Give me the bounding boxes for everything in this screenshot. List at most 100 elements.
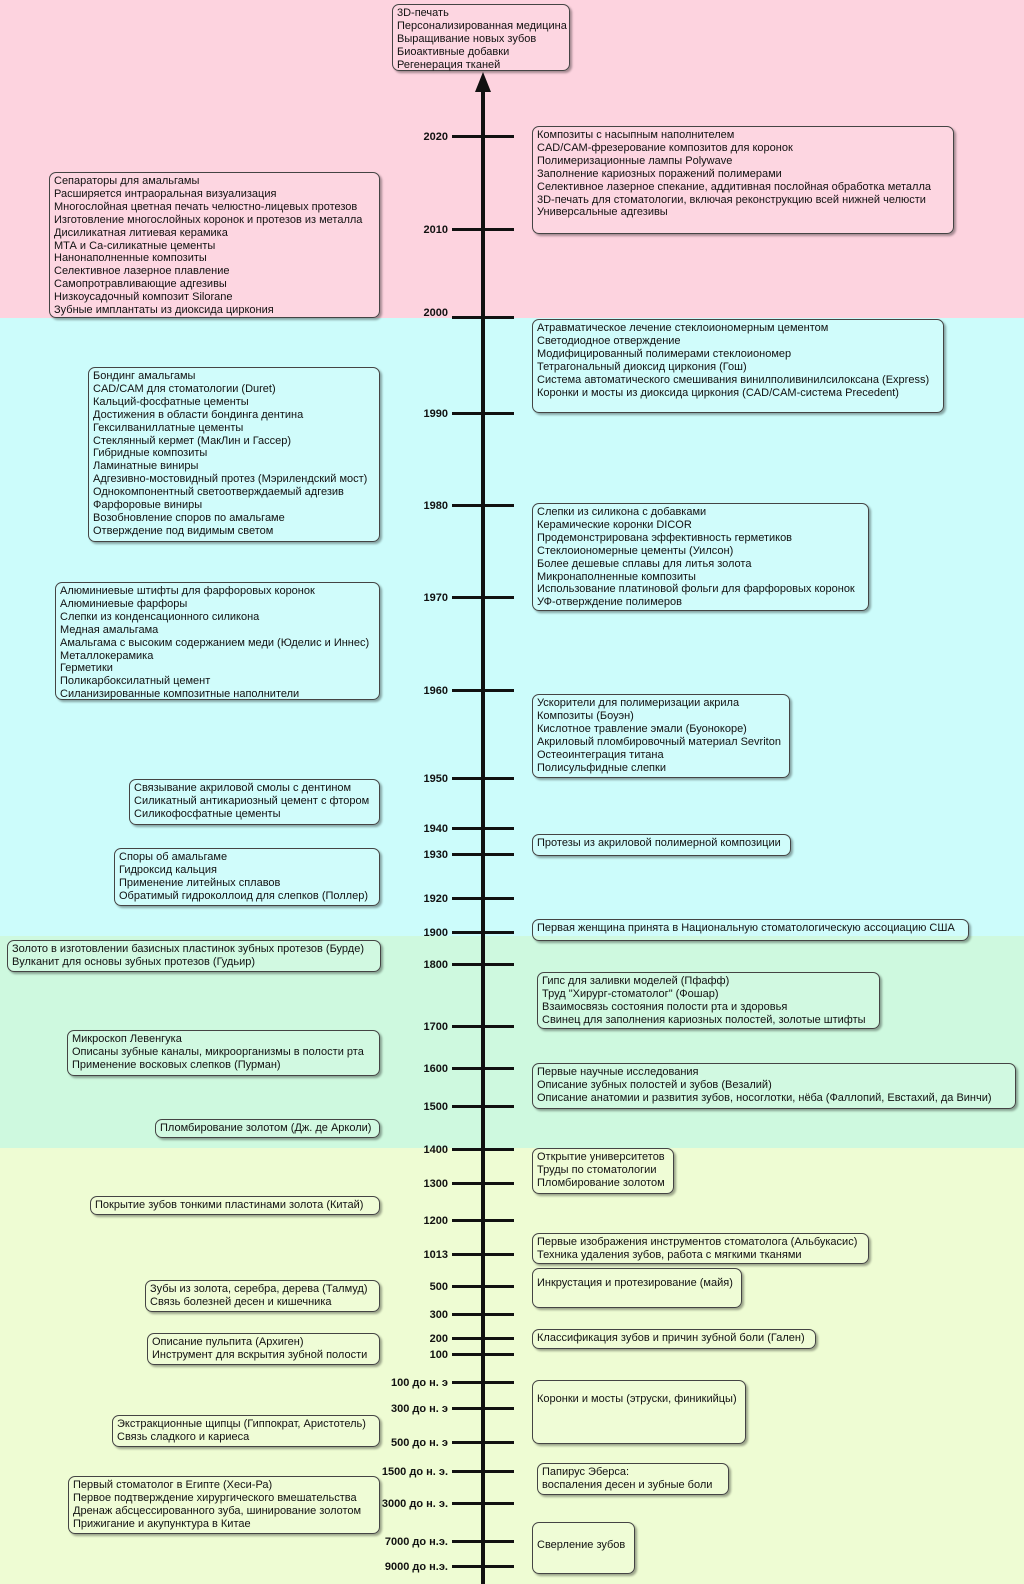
year-tick xyxy=(452,1337,514,1340)
event-line: Вулканит для основы зубных протезов (Гуд… xyxy=(12,955,255,968)
event-line: Сверление зубов xyxy=(537,1539,626,1551)
right-events-box: Первая женщина принята в Национальную ст… xyxy=(532,919,969,941)
left-events-box: Микроскоп Левенгука Описаны зубные канал… xyxy=(67,1030,380,1076)
event-line: Селективное лазерное плавление xyxy=(54,265,230,278)
event-line: Заполнение кариозных поражений полимерам… xyxy=(537,167,782,180)
event-line: Гидроксид кальция xyxy=(119,863,217,876)
event-line: Описание зубных полостей и зубов (Везали… xyxy=(537,1078,772,1091)
year-label: 100 до н. э xyxy=(391,1377,448,1389)
event-line: Кислотное травление эмали (Буонокоре) xyxy=(537,722,747,735)
event-line: Пломбирование золотом (Дж. де Арколи) xyxy=(160,1122,372,1134)
year-tick xyxy=(452,1353,514,1356)
event-line: Силикатный антикариозный цемент с фтором xyxy=(134,794,370,807)
event-line: Герметики xyxy=(60,662,113,675)
event-line: Папирус Эберса: xyxy=(542,1466,630,1478)
left-events-box: Связывание акриловой смолы с дентином Си… xyxy=(129,779,380,825)
year-label: 1970 xyxy=(423,592,448,604)
year-label: 500 до н. э xyxy=(391,1437,448,1449)
event-line: Полисульфидные слепки xyxy=(537,761,666,774)
event-line: Композиты (Боуэн) xyxy=(537,709,634,722)
event-line: Силанизированные композитные наполнители xyxy=(60,688,300,701)
future-line: Регенерация тканей xyxy=(397,58,501,71)
year-label: 2000 xyxy=(423,307,448,319)
event-line: Связь сладкого и кариеса xyxy=(117,1430,250,1443)
event-line: Первое подтверждение хирургического вмеш… xyxy=(73,1491,357,1504)
event-line: Золото в изготовлении базисных пластинок… xyxy=(12,943,364,955)
event-line: Кальций-фосфатные цементы xyxy=(93,395,249,408)
year-label: 300 до н. э xyxy=(391,1403,448,1415)
future-line: Выращивание новых зубов xyxy=(397,32,537,45)
event-line: Гипс для заливки моделей (Пфафф) xyxy=(542,975,730,987)
left-events-box: Экстракционные щипцы (Гиппократ, Аристот… xyxy=(112,1415,380,1447)
year-label: 1500 xyxy=(423,1101,448,1113)
year-tick xyxy=(452,777,514,780)
era-band-20th-century xyxy=(0,318,1024,936)
event-line: Алюминиевые фарфоры xyxy=(60,597,188,610)
event-line: Коронки и мосты из диоксида циркония (CA… xyxy=(537,386,899,399)
year-label: 1960 xyxy=(423,685,448,697)
event-line: Селективное лазерное спекание, аддитивна… xyxy=(537,180,932,193)
event-line: CAD/CAM-фрезерование композитов для коро… xyxy=(537,141,793,154)
event-line: Светодиодное отверждение xyxy=(537,334,681,347)
timeline-axis-lower xyxy=(481,1313,485,1584)
event-line: Алюминиевые штифты для фарфоровых короно… xyxy=(60,585,315,597)
event-line: Техника удаления зубов, работа с мягкими… xyxy=(537,1248,802,1261)
event-line: Экстракционные щипцы (Гиппократ, Аристот… xyxy=(117,1418,366,1430)
event-line: Силикофосфатные цементы xyxy=(134,807,281,820)
year-tick xyxy=(452,1381,514,1384)
future-line: Биоактивные добавки xyxy=(397,45,510,58)
event-line: Поликарбоксилатный цемент xyxy=(60,675,211,688)
left-events-box: Покрытие зубов тонкими пластинами золота… xyxy=(90,1196,380,1215)
year-tick xyxy=(452,1182,514,1185)
event-line: 3D-печать для стоматологии, включая реко… xyxy=(537,193,926,206)
event-line: Стеклоиономерные цементы (Уилсон) xyxy=(537,544,734,557)
future-line: 3D-печать xyxy=(397,7,449,19)
left-events-box: Сепараторы для амальгамы Расширяется инт… xyxy=(49,172,380,318)
event-line: Прижигание и акупунктура в Китае xyxy=(73,1517,251,1530)
left-events-box: Золото в изготовлении базисных пластинок… xyxy=(7,940,381,972)
year-label: 1940 xyxy=(423,823,448,835)
event-line: Применение восковых слепков (Пурман) xyxy=(72,1058,281,1071)
right-events-box: Протезы из акриловой полимерной композиц… xyxy=(532,834,791,856)
event-line: Достижения в области бондинга дентина xyxy=(93,408,304,421)
event-line: Акриловый пломбировочный материал Sevrit… xyxy=(537,735,781,748)
event-line: Открытие университетов xyxy=(537,1151,665,1163)
right-events-box: Коронки и мосты (этруски, финикийцы) xyxy=(532,1380,746,1444)
year-tick xyxy=(452,897,514,900)
year-label: 300 xyxy=(429,1309,448,1321)
year-tick xyxy=(452,1067,514,1070)
event-line: Инструмент для вскрытия зубной полости xyxy=(152,1348,368,1361)
event-line: Инкрустация и протезирование (майя) xyxy=(537,1277,733,1289)
right-events-box: Сверление зубов xyxy=(532,1522,635,1574)
event-line: Универсальные адгезивы xyxy=(537,206,668,219)
event-line: Гексилваниллатные цементы xyxy=(93,421,244,434)
year-label: 9000 до н.э. xyxy=(384,1561,448,1573)
year-tick xyxy=(452,1105,514,1108)
year-tick xyxy=(452,1407,514,1410)
event-line: Остеоинтеграция титана xyxy=(537,748,664,761)
event-line: Связывание акриловой смолы с дентином xyxy=(134,782,352,794)
event-line: Зубные имплантаты из диоксида циркония xyxy=(54,304,274,317)
year-tick xyxy=(452,135,514,138)
event-line: Изготовление многослойных коронок и прот… xyxy=(54,213,363,226)
event-line: Пломбирование золотом xyxy=(537,1176,665,1189)
event-line: Протезы из акриловой полимерной композиц… xyxy=(537,837,781,849)
year-tick xyxy=(452,689,514,692)
year-label: 3000 до н. э. xyxy=(381,1498,448,1510)
event-line: Микроскоп Левенгука xyxy=(72,1033,182,1045)
event-line: Первый стоматолог в Египте (Хеси-Ра) xyxy=(73,1479,273,1491)
event-line: Отверждение под видимым светом xyxy=(93,524,274,537)
left-events-box: Алюминиевые штифты для фарфоровых короно… xyxy=(55,582,380,700)
timeline-axis-segment xyxy=(481,1233,485,1313)
year-tick xyxy=(452,1148,514,1151)
year-tick xyxy=(452,412,514,415)
left-events-box: Бондинг амальгамы CAD/CAM для стоматолог… xyxy=(88,367,380,542)
event-line: Классификация зубов и причин зубной боли… xyxy=(537,1332,805,1344)
event-line: Слепки из конденсационного силикона xyxy=(60,610,260,623)
event-line: Фарфоровые виниры xyxy=(93,499,203,512)
event-line: Взаимосвязь состояния полости рта и здор… xyxy=(542,1000,788,1013)
year-label: 500 xyxy=(429,1281,448,1293)
year-label: 1500 до н. э. xyxy=(381,1466,448,1478)
year-label: 1800 xyxy=(423,959,448,971)
event-line: Споры об амальгаме xyxy=(119,851,228,863)
